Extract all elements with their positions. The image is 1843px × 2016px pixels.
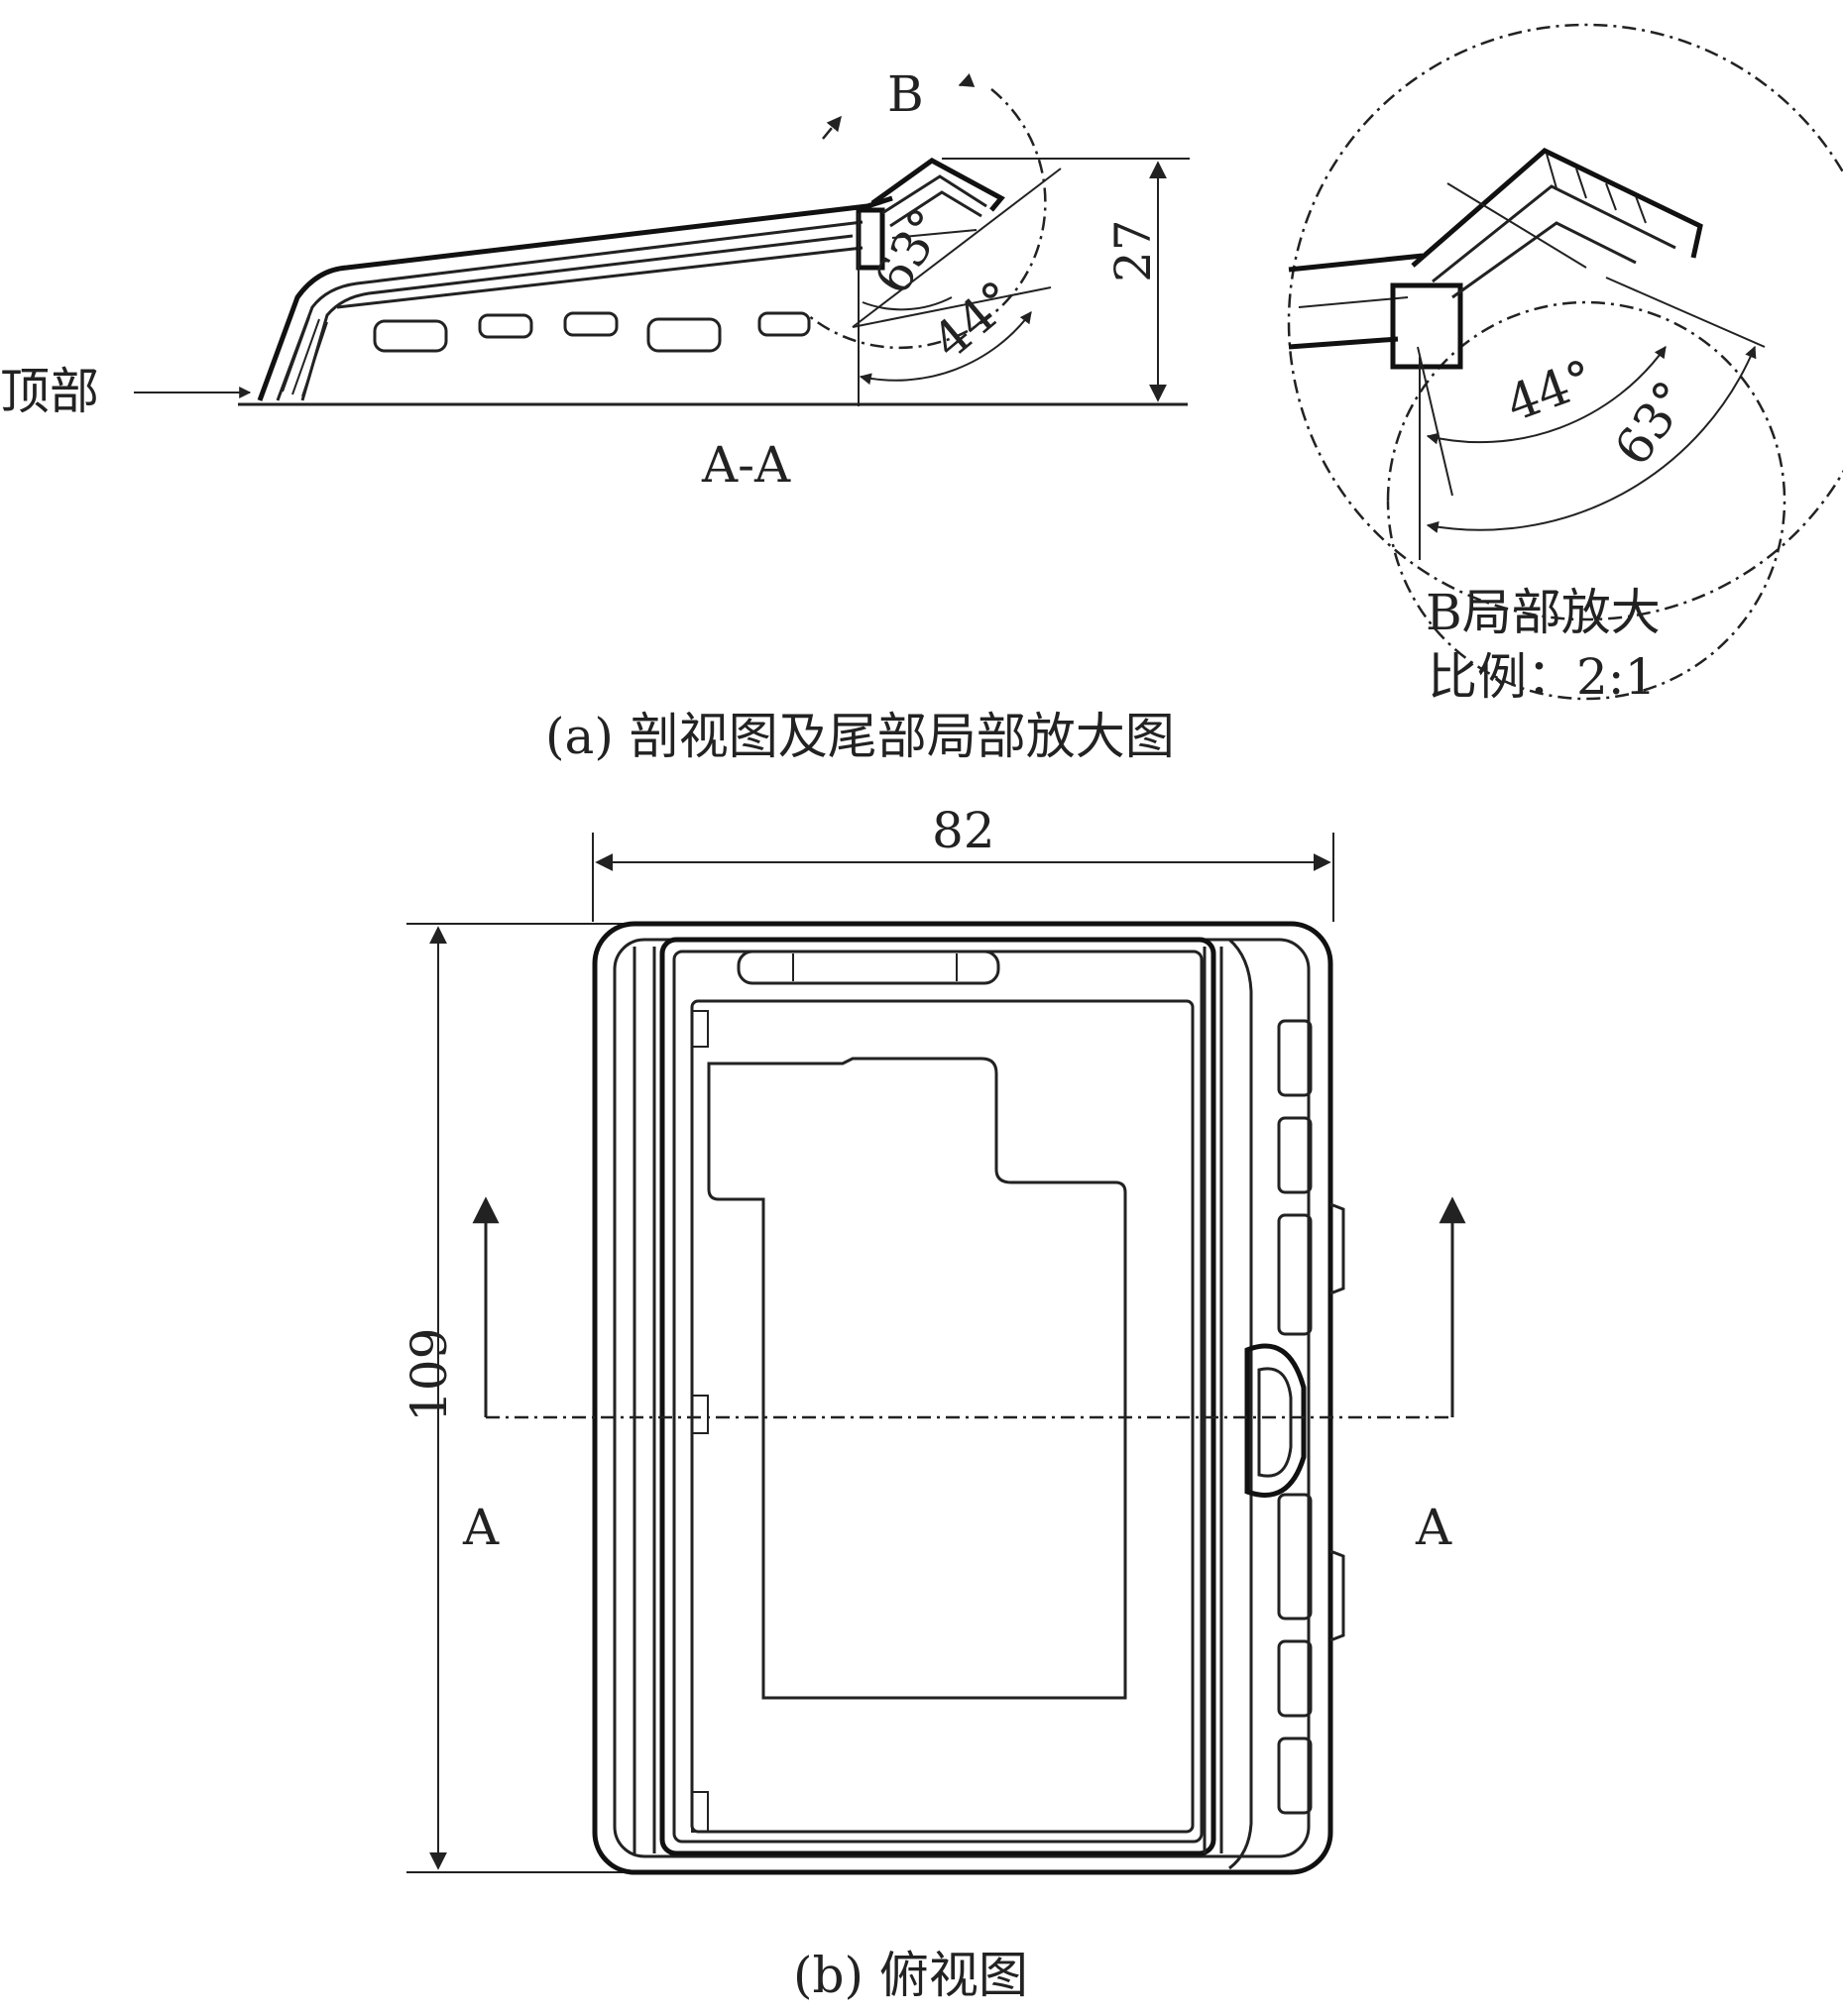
detail-view: 44° 63° B局部放大 比例：2:1: [1287, 23, 1843, 706]
edge-bump-1: [1329, 1202, 1345, 1295]
section-label-left: A: [462, 1499, 500, 1556]
dim-27-text: 27: [1104, 219, 1162, 282]
label-top: 顶部: [0, 363, 99, 420]
detail-b-marker: B: [887, 65, 924, 123]
section-name: A-A: [701, 436, 791, 494]
caption-a: (a) 剖视图及尾部局部放大图: [545, 708, 1175, 765]
window-tab-2: [691, 1395, 709, 1434]
top-view: 82 109: [401, 802, 1466, 1875]
section-label-right: A: [1415, 1499, 1452, 1556]
bottom-slots: [373, 311, 811, 353]
detail-housing-top: [1288, 253, 1424, 273]
angle-44: 44°: [922, 270, 1026, 370]
detail-boundary: [1287, 23, 1843, 621]
detail-b-arrow-right: [958, 73, 976, 87]
detail-b-arrow-left: [822, 115, 842, 140]
detail-housing-mid: [1298, 296, 1409, 308]
window-tab-3: [691, 1791, 709, 1833]
housing-outline: [257, 195, 893, 401]
dim-82-text: 82: [932, 802, 995, 859]
detail-housing-bottom: [1288, 336, 1399, 350]
detail-latch-arm: [1411, 148, 1703, 268]
label-area: [707, 1057, 1127, 1700]
detail-arc-63: [1426, 345, 1757, 533]
edge-bump-2: [1329, 1549, 1345, 1642]
detail-scale: 比例：2:1: [1428, 648, 1656, 706]
detail-circle: [1386, 300, 1786, 701]
cover-panel: [659, 937, 1216, 1856]
cover-inner: [672, 950, 1204, 1844]
angle-ray-a: [852, 168, 1062, 328]
detail-angle-ray-b: [1605, 277, 1766, 348]
top-grip: [737, 950, 1000, 985]
window-tab-1: [691, 1010, 709, 1048]
vent-slots: [1277, 1019, 1313, 1815]
detail-hatch: [1546, 153, 1647, 224]
angle-arc-b: [859, 311, 1032, 386]
angle-arc-a: [862, 296, 953, 311]
detail-title: B局部放大: [1426, 584, 1661, 641]
housing-outer: [592, 921, 1333, 1875]
dim-109-text: 109: [401, 1328, 458, 1422]
side-latch-inner: [1257, 1367, 1293, 1478]
detail-latch-inner2: [1451, 221, 1637, 299]
detail-angle-ray-a: [1446, 182, 1587, 269]
right-hinge-rail: [1228, 938, 1253, 1870]
detail-angle-44: 44°: [1499, 349, 1601, 433]
section-view: 顶部 B 63° 44° 27 A-A: [0, 65, 1190, 494]
side-latch: [1244, 1343, 1307, 1498]
angle-63: 63°: [864, 199, 958, 304]
detail-latch-inner: [1432, 184, 1676, 283]
caption-b: (b) 俯视图: [793, 1947, 1028, 2004]
housing-inner: [276, 220, 864, 401]
housing-inner2: [300, 234, 854, 401]
detail-angle-63: 63°: [1603, 371, 1700, 476]
front-hatch: [282, 316, 328, 397]
rib-line: [336, 246, 864, 309]
